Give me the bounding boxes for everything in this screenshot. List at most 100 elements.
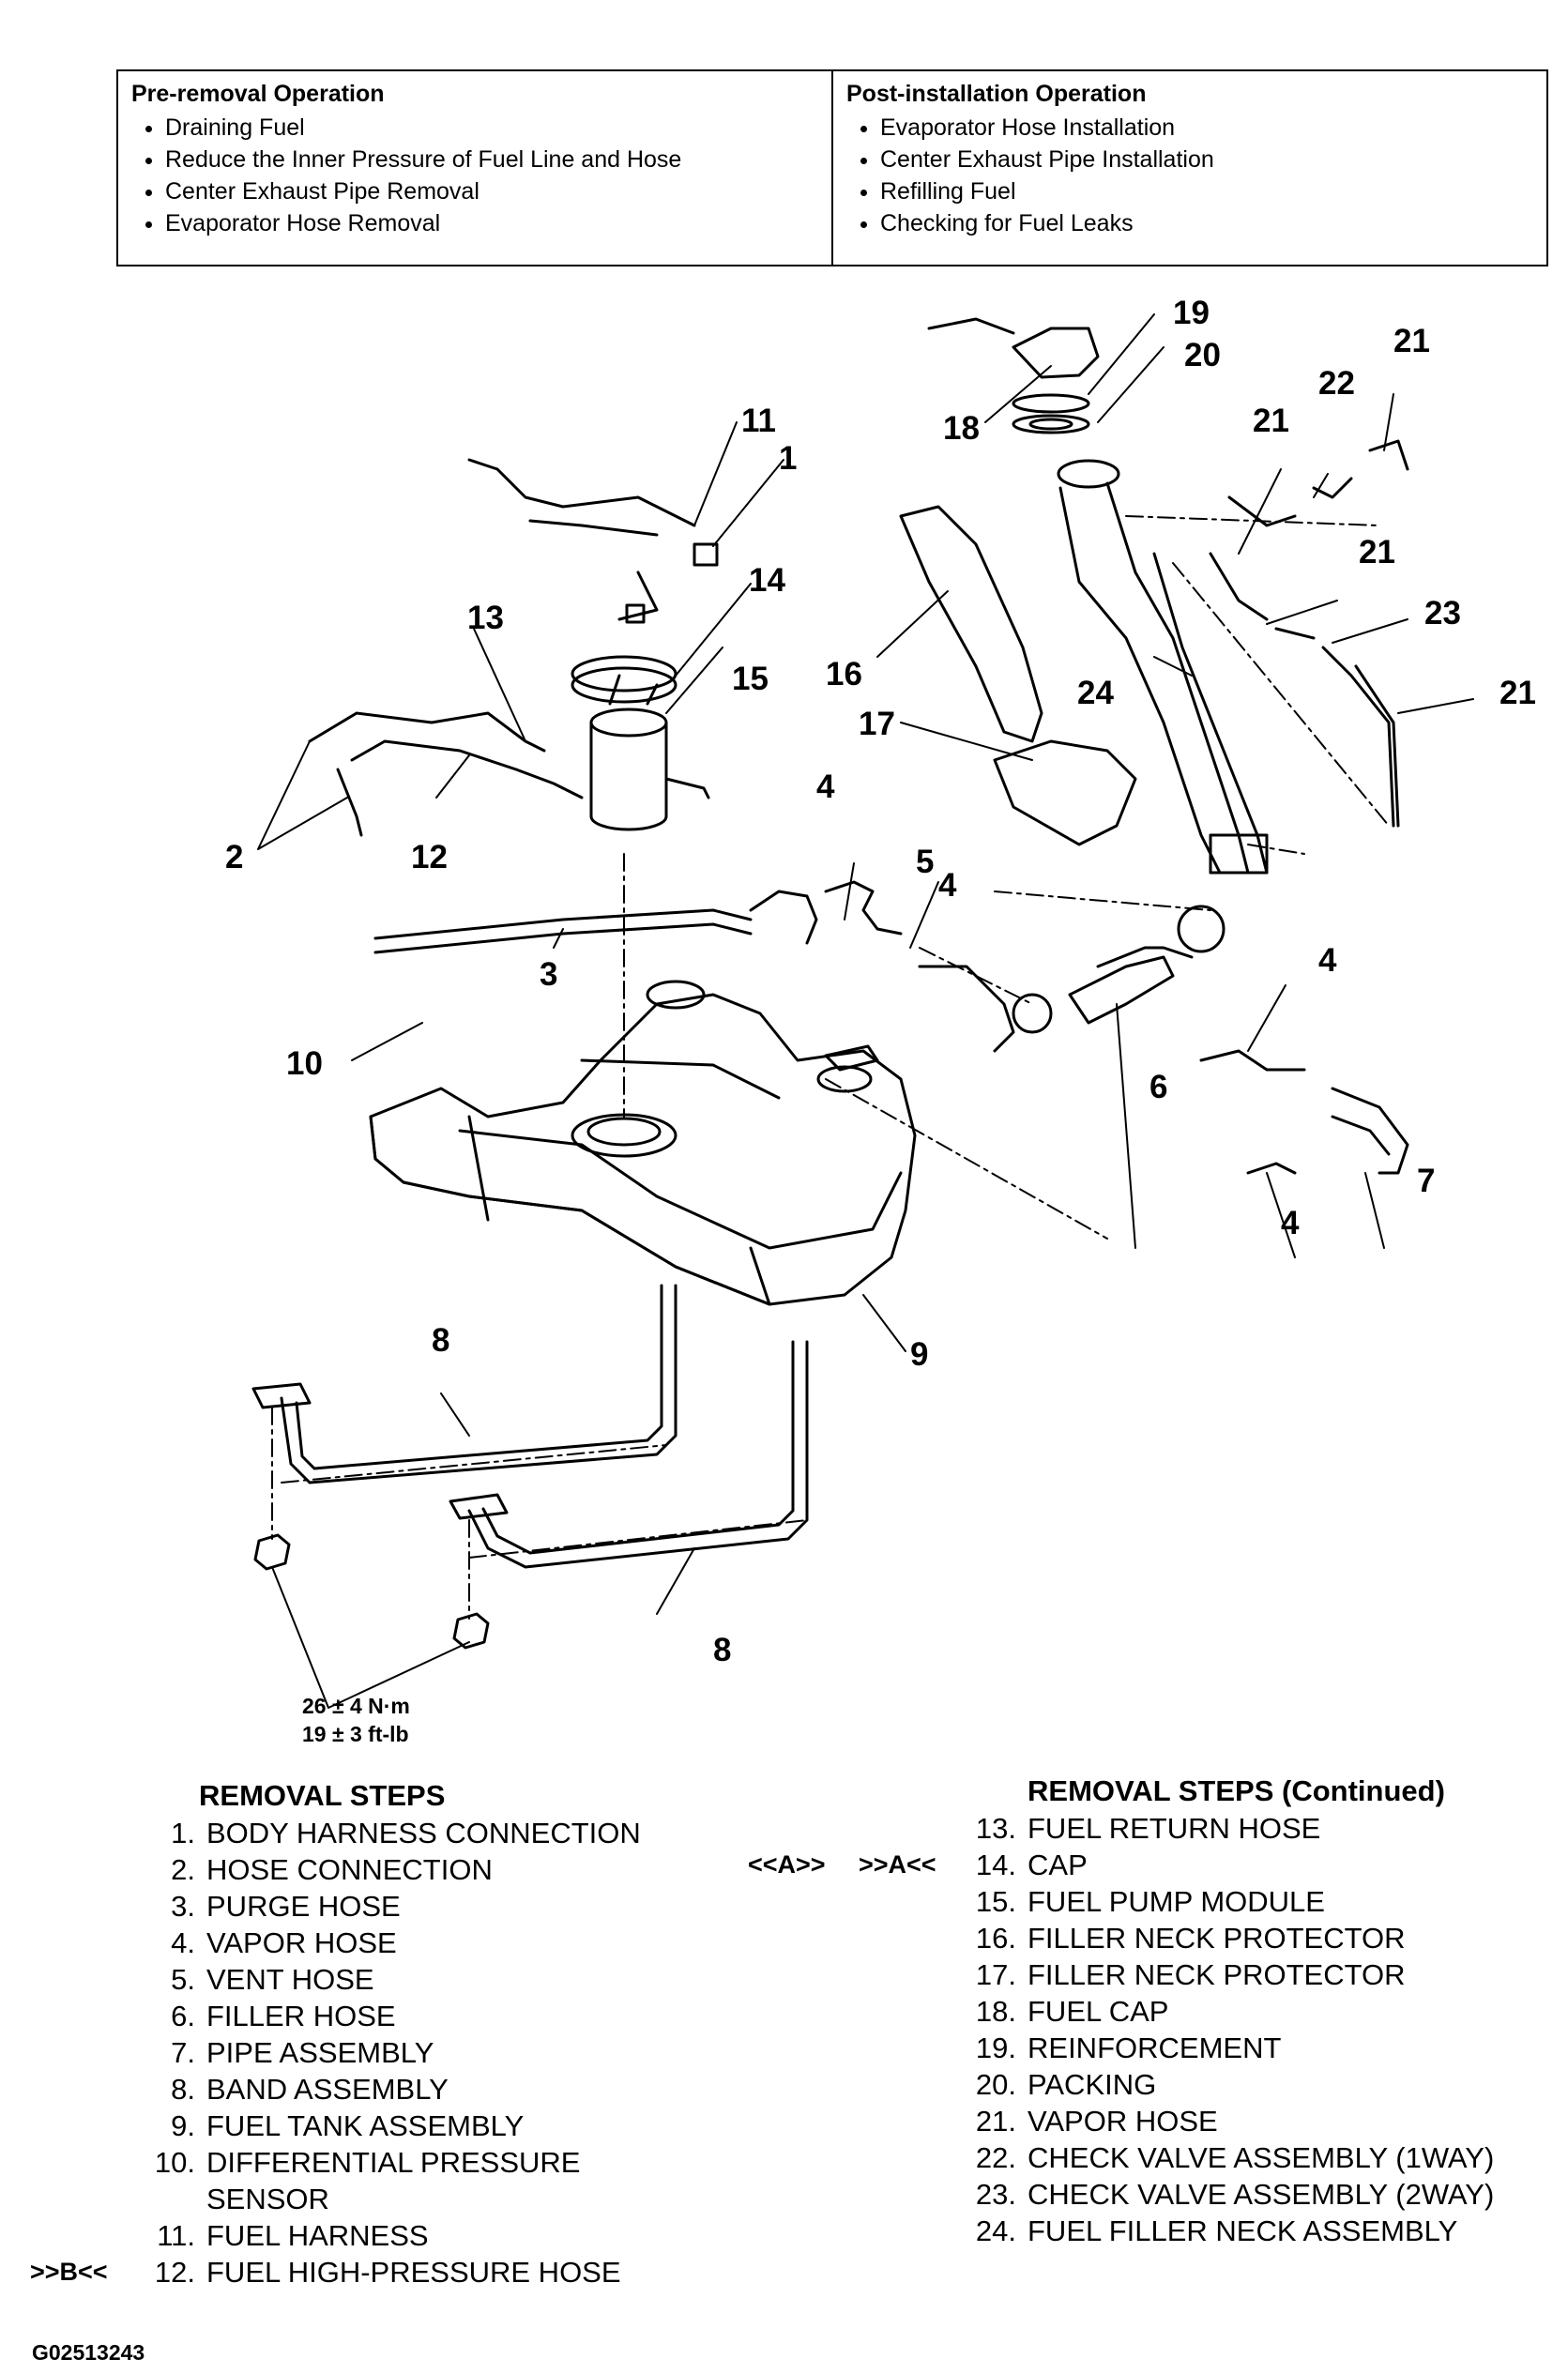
filler-hose-illustration [1012, 905, 1225, 1034]
step-number: 6. [171, 2000, 195, 2032]
fuel-hoses-illustration [308, 711, 584, 837]
callout-12: 12 [411, 839, 448, 875]
step-label: FUEL TANK ASSEMBLY [206, 2109, 525, 2142]
step-number: 16. [975, 1922, 1016, 1955]
list-item: 18.FUEL CAP [962, 1993, 1562, 2030]
fuel-filler-neck-illustration [1057, 459, 1269, 875]
step-label: BAND ASSEMBLY [206, 2073, 449, 2106]
step-number: 21. [975, 2105, 1016, 2138]
step-label: CAP [1028, 1849, 1088, 1881]
removal-steps-continued-title: REMOVAL STEPS (Continued) [1028, 1774, 1445, 1807]
list-item: 10.DIFFERENTIAL PRESSURE [141, 2144, 723, 2181]
post-installation-list: Evaporator Hose Installation Center Exha… [846, 112, 1533, 239]
figure-code: G02513243 [32, 2340, 145, 2365]
step-label: FUEL HARNESS [206, 2219, 429, 2252]
step-label: FILLER NECK PROTECTOR [1028, 1958, 1406, 1991]
torque-metric: 26 ± 4 N·m [302, 1694, 410, 1718]
step-label: VAPOR HOSE [206, 1926, 397, 1959]
list-item: 24. FUEL FILLER NECK ASSEMBLY [962, 2213, 1562, 2249]
step-label: SENSOR [206, 2183, 329, 2215]
list-item: 20.PACKING [962, 2066, 1562, 2103]
step-number: 22. [975, 2141, 1016, 2174]
callout-21: 21 [1499, 675, 1536, 711]
pre-removal-title: Pre-removal Operation [131, 81, 385, 107]
step-number: 7. [171, 2036, 195, 2069]
list-item: 23.CHECK VALVE ASSEMBLY (2WAY) [962, 2176, 1562, 2213]
callout-6: 6 [1149, 1069, 1167, 1105]
list-item: Refilling Fuel [880, 175, 1533, 207]
step-number: 2. [171, 1853, 195, 1886]
fuel-tank-exploded-diagram: 1 2 3 4 4 4 4 5 6 7 8 8 9 10 11 12 13 14… [225, 295, 1536, 1746]
removal-steps-left: REMOVAL STEPS 1.BODY HARNESS CONNECTION … [30, 1777, 723, 2290]
callout-11: 11 [741, 403, 776, 439]
callout-5: 5 [916, 844, 934, 880]
list-item: 11.FUEL HARNESS [141, 2217, 723, 2254]
step-label: VAPOR HOSE [1028, 2105, 1218, 2138]
list-item: 21. VAPOR HOSE [962, 2103, 1562, 2139]
callout-21: 21 [1253, 403, 1289, 439]
operations-table: Pre-removal Operation Draining Fuel Redu… [116, 69, 1548, 266]
list-item: 2.HOSE CONNECTION [141, 1851, 723, 1888]
list-item: 1.BODY HARNESS CONNECTION [141, 1815, 723, 1851]
post-installation-column: Post-installation Operation Evaporator H… [831, 71, 1546, 265]
callout-22: 22 [1318, 365, 1355, 402]
callout-8: 8 [432, 1322, 449, 1359]
list-item: 7. PIPE ASSEMBLY [141, 2034, 723, 2071]
removal-steps-right: REMOVAL STEPS (Continued) 13. FUEL RETURN… [748, 1773, 1562, 2249]
callout-1: 1 [779, 440, 797, 477]
callout-4: 4 [938, 867, 957, 904]
list-item: Evaporator Hose Installation [880, 112, 1533, 144]
step-number: 12. [154, 2256, 195, 2289]
step-number: 13. [975, 1812, 1016, 1845]
step-label: REINFORCEMENT [1028, 2032, 1282, 2064]
install-mark-a: >>A<< [859, 1850, 936, 1879]
step-label: FUEL FILLER NECK ASSEMBLY [1028, 2214, 1458, 2247]
callout-19: 19 [1173, 295, 1210, 331]
step-label: FUEL HIGH-PRESSURE HOSE [206, 2256, 621, 2289]
torque-imperial: 19 ± 3 ft-lb [302, 1722, 409, 1746]
step-number: 15. [975, 1885, 1016, 1918]
fuel-tank-illustration [369, 980, 917, 1306]
list-item: >>B<< 12. FUEL HIGH-PRESSURE HOSE [30, 2254, 723, 2290]
step-number: 3. [171, 1890, 195, 1923]
callout-17: 17 [859, 706, 895, 742]
step-number: 19. [975, 2032, 1016, 2064]
callout-21: 21 [1359, 534, 1395, 571]
pipe-assembly-illustration [1331, 1087, 1409, 1175]
step-number: 24. [975, 2214, 1016, 2247]
callout-13: 13 [467, 600, 504, 636]
fuel-harness-illustration [467, 458, 719, 624]
list-item: Draining Fuel [165, 112, 818, 144]
list-item: 16. FILLER NECK PROTECTOR [962, 1920, 1562, 1956]
list-item: Center Exhaust Pipe Removal [165, 175, 818, 207]
callout-4: 4 [1281, 1205, 1300, 1241]
callout-21: 21 [1393, 323, 1430, 359]
post-installation-title: Post-installation Operation [846, 81, 1147, 107]
step-label: VENT HOSE [206, 1963, 374, 1996]
install-mark-b: >>B<< [30, 2258, 108, 2286]
callout-23: 23 [1424, 595, 1461, 632]
list-item: 6.FILLER HOSE [141, 1998, 723, 2034]
step-number: 4. [171, 1926, 195, 1959]
step-number: 23. [975, 2178, 1016, 2211]
fuel-cap-illustration [927, 317, 1100, 434]
step-number: 9. [171, 2109, 195, 2142]
step-label: BODY HARNESS CONNECTION [206, 1817, 641, 1849]
list-item: 8.BAND ASSEMBLY [141, 2071, 723, 2108]
callout-16: 16 [826, 656, 862, 692]
step-label: DIFFERENTIAL PRESSURE [206, 2146, 581, 2179]
callout-10: 10 [286, 1045, 323, 1082]
list-item: 9. FUEL TANK ASSEMBLY [141, 2108, 723, 2144]
step-label: PIPE ASSEMBLY [206, 2036, 434, 2069]
step-number: 17. [975, 1958, 1016, 1991]
filler-neck-protector-illustration [899, 505, 1137, 846]
callout-14: 14 [749, 562, 785, 599]
callout-2: 2 [225, 839, 243, 875]
step-label: FILLER NECK PROTECTOR [1028, 1922, 1406, 1955]
phantom-lines [271, 515, 1390, 1620]
step-label: FUEL RETURN HOSE [1028, 1812, 1321, 1845]
purge-hose-illustration [373, 908, 753, 954]
callout-9: 9 [910, 1336, 928, 1373]
callout-4: 4 [1318, 942, 1337, 979]
list-item: Reduce the Inner Pressure of Fuel Line a… [165, 144, 818, 175]
